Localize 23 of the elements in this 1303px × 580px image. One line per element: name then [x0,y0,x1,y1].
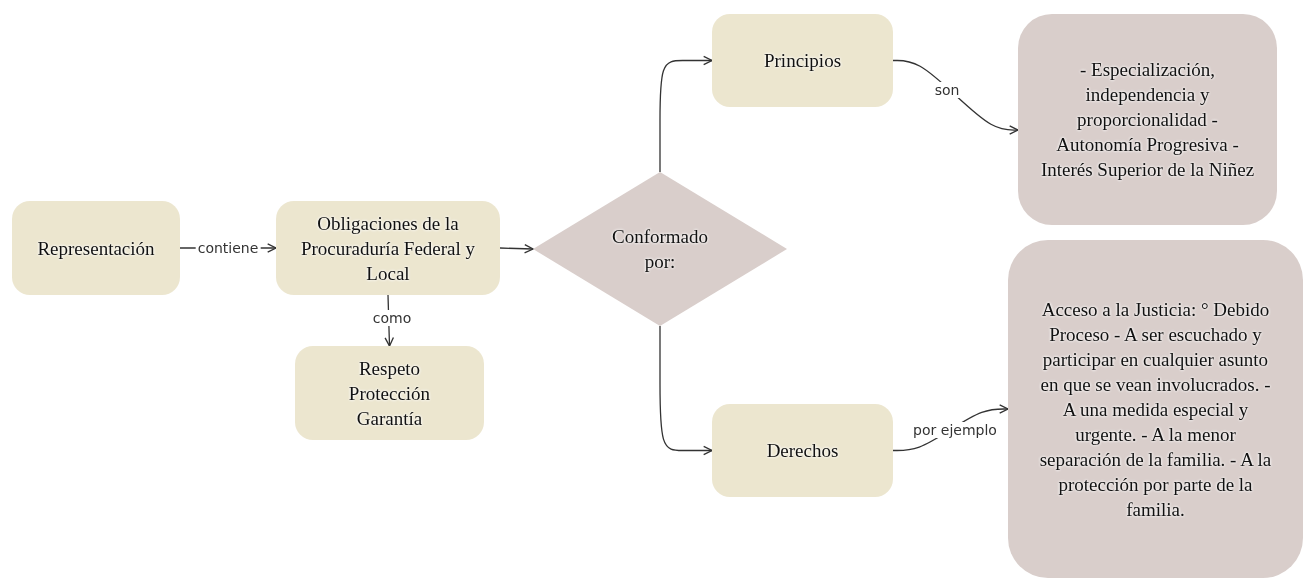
rounded-box [12,201,180,295]
box-text: Acceso a la Justicia: ° Debido Proceso - A ser escuchado y participar en cualquier asunto en que se vean involucrados. - A una medida especial y urgente. - A la menor separación de la familia. - A la protección por parte de la familia. [1038,297,1273,522]
box-text: - Especialización, independencia y proporcionalidad - Autonomía Progresiva - Interés Superior de la Niñez [1040,58,1255,182]
box-text: Conformado por: [610,225,709,274]
arrow [499,243,534,254]
edge-label: son [932,82,962,98]
box-text: Obligaciones de la Procuraduría Federal y Local [299,211,477,286]
arrow [659,55,713,173]
edge-label: por ejemplo [911,422,999,438]
rounded-box [1018,14,1277,225]
rounded-box [712,14,893,107]
box-text: Respeto Protección Garantía [347,356,432,431]
rounded-box [712,404,893,497]
rounded-box [276,201,500,295]
decision-diamond [533,172,787,326]
arrow [659,325,713,456]
edge-label: contiene [195,240,261,256]
box-text: Principios [763,49,842,73]
edge-label: como [370,310,414,326]
box-text: Representación [37,236,155,261]
rounded-box [1008,240,1303,578]
box-text: Derechos [766,439,839,463]
rounded-box [295,346,484,440]
